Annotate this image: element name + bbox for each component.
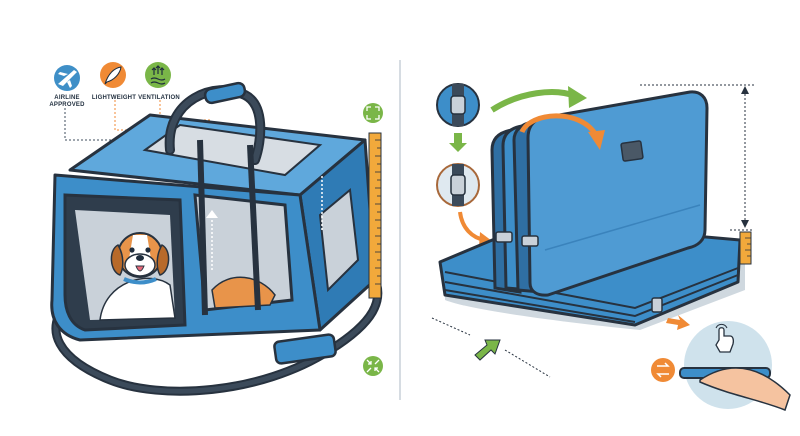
airplane-icon [58,70,77,88]
swap-icon [651,358,675,382]
ventilation-badge [145,62,171,88]
curved-arrow-green [490,89,577,113]
down-arrow-icon [449,133,467,152]
compress-icon [363,356,383,376]
label-patch [620,140,644,162]
ventilation-icon [150,65,166,85]
beagle-dog [99,232,176,321]
pet-carrier [50,81,383,396]
feather-icon [104,66,122,85]
height-ruler [368,132,382,299]
tap-hand-icon [715,323,735,353]
feature-label-line1: VENTILATION [138,95,180,101]
folded-carrier [438,90,745,330]
feature-label-lightweight: LIGHTWEIGHT [88,95,140,102]
carry-flat-step [679,321,791,411]
base-ruler [739,231,752,265]
green-push-arrow [474,339,501,361]
fold-arrow-orange [519,113,599,137]
orange-slide-arrow [666,315,690,330]
lightweight-badge [100,62,126,88]
airline-approved-badge [54,65,80,91]
feature-label-ventilation: VENTILATION [134,95,184,102]
dimension-lines [431,84,755,378]
feature-label-line1: LIGHTWEIGHT [91,95,137,101]
feature-label-line2: APPROVED [49,102,85,108]
feature-label-line1: AIRLINE [54,95,80,101]
expand-icon [363,103,383,123]
buckle-step-2 [436,163,480,207]
feature-label-airline: AIRLINE APPROVED [40,95,94,109]
buckle-step-1 [436,83,480,127]
